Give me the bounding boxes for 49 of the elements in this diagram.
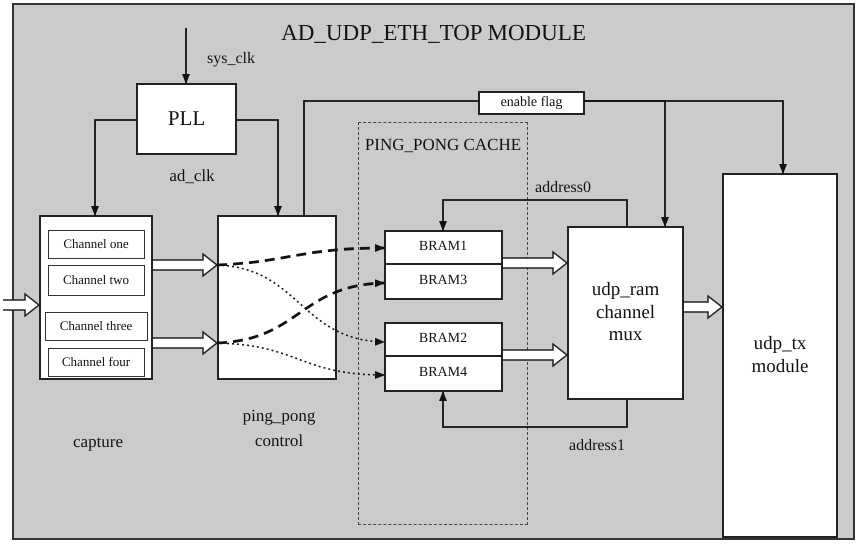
cache-region <box>358 122 528 525</box>
bram-box <box>384 264 502 300</box>
block-label: Channel two <box>62 272 130 288</box>
tx-block <box>722 173 838 538</box>
pll-box <box>136 83 237 155</box>
channel-box <box>44 312 148 340</box>
channel-box <box>48 264 144 296</box>
region-title: PING_PONG CACHE <box>364 134 522 156</box>
arrow <box>216 280 385 344</box>
block-label: BRAM4 <box>418 364 468 382</box>
block-arrow <box>152 330 218 356</box>
block-arrow <box>502 342 568 368</box>
arrow <box>585 100 787 174</box>
block-label: PLL <box>168 106 206 132</box>
bram-box <box>384 230 502 264</box>
arrow <box>439 199 628 231</box>
block-label: BRAM3 <box>418 272 468 290</box>
block-label: BRAM2 <box>418 330 468 348</box>
channel-box <box>48 230 144 258</box>
arrow <box>237 119 282 216</box>
block-caption: capture <box>72 431 124 453</box>
block-label: enable flag <box>500 94 562 112</box>
block-caption: ping_pong control <box>242 405 316 452</box>
block-arrow <box>152 252 218 278</box>
module-title: AD_UDP_ETH_TOP MODULE <box>280 19 587 47</box>
block-arrow <box>683 294 724 320</box>
module-frame <box>12 3 855 540</box>
bram-box <box>384 356 502 392</box>
arrow <box>91 119 136 216</box>
control-block <box>217 215 337 380</box>
block-label: BRAM1 <box>418 238 468 256</box>
edge-label: sys_clk <box>205 50 257 68</box>
block-caption: ad_clk <box>168 165 216 187</box>
arrow <box>216 244 385 266</box>
flag-box <box>478 91 585 115</box>
block-label: Channel three <box>60 318 132 334</box>
arrow <box>439 391 628 428</box>
arrow <box>182 28 190 84</box>
block-label: Channel one <box>63 236 129 252</box>
mux-block <box>567 226 684 400</box>
block-label: udp_tx module <box>750 332 810 378</box>
block-arrow <box>502 250 568 276</box>
block-label: Channel four <box>62 354 130 370</box>
connector-line <box>303 100 478 215</box>
block-label: udp_ram channel mux <box>590 278 660 348</box>
bram-box <box>384 322 502 356</box>
capture-block <box>39 215 153 380</box>
block-arrow <box>2 292 40 318</box>
channel-box <box>48 348 144 376</box>
